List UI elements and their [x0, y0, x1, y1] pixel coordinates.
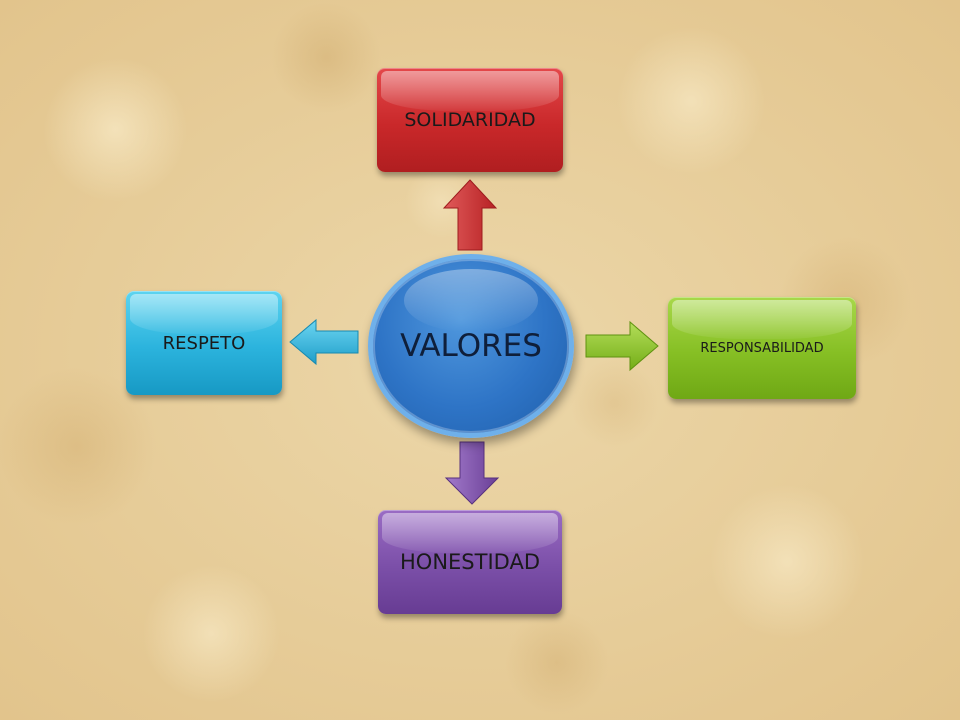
node-responsabilidad: RESPONSABILIDAD	[668, 297, 856, 399]
arrow-left-icon	[289, 318, 359, 366]
arrow-right-icon	[585, 320, 659, 372]
arrow-up-icon	[442, 179, 498, 251]
node-honestidad-label: HONESTIDAD	[400, 550, 540, 574]
node-responsabilidad-label: RESPONSABILIDAD	[700, 340, 824, 356]
center-node-valores: VALORES	[368, 254, 574, 438]
node-honestidad: HONESTIDAD	[378, 510, 562, 614]
node-respeto-label: RESPETO	[162, 332, 246, 354]
node-respeto: RESPETO	[126, 291, 282, 395]
center-node-label: VALORES	[400, 328, 542, 364]
node-solidaridad: SOLIDARIDAD	[377, 68, 563, 172]
node-solidaridad-label: SOLIDARIDAD	[404, 109, 536, 131]
arrow-down-icon	[444, 441, 500, 505]
